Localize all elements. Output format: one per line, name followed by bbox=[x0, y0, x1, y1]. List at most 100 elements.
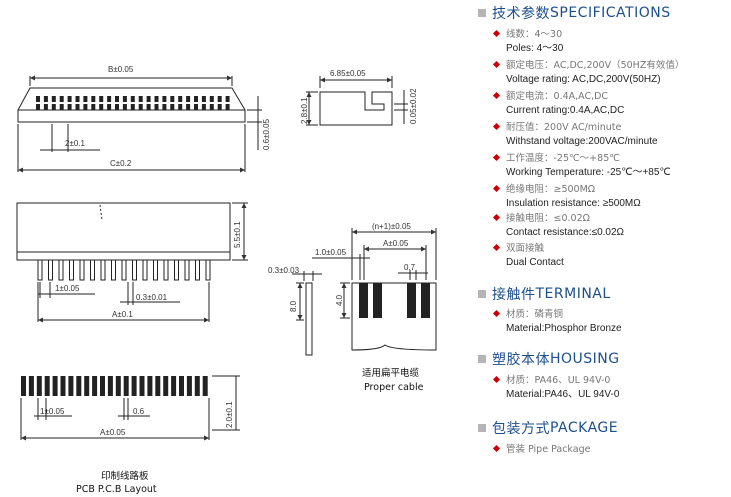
front-pin bbox=[153, 259, 158, 281]
top-contact bbox=[75, 104, 80, 110]
front-pin bbox=[174, 259, 179, 281]
spec-item-en: Working Temperature: -25℃～+85℃ bbox=[506, 167, 671, 178]
terminal-heading: 接触件 TERMINAL bbox=[478, 284, 611, 304]
spec-item: 线数：4～30 bbox=[492, 28, 562, 42]
top-contact bbox=[170, 96, 175, 102]
pcb-pad bbox=[163, 376, 169, 396]
top-contact bbox=[115, 104, 119, 110]
top-contact bbox=[122, 104, 127, 110]
top-contact bbox=[178, 104, 183, 110]
front-pin bbox=[79, 259, 85, 281]
top-contact bbox=[209, 104, 214, 110]
diamond-bullet-icon bbox=[492, 444, 501, 453]
front-pin bbox=[184, 259, 190, 281]
top-contact bbox=[43, 104, 48, 110]
top-contact bbox=[162, 104, 167, 110]
top-contact bbox=[115, 96, 119, 102]
top-height-dim: 0.6±0.05 bbox=[262, 118, 271, 150]
spec-item-en: Poles: 4～30 bbox=[506, 43, 564, 54]
top-contact bbox=[83, 96, 88, 102]
top-contact bbox=[99, 96, 104, 102]
package-title-zh: 包装方式 bbox=[492, 421, 550, 437]
top-contact bbox=[36, 104, 40, 110]
pcb-pad bbox=[179, 376, 184, 396]
top-contact bbox=[43, 96, 48, 102]
pcb-pad bbox=[155, 376, 161, 396]
pcb-pad bbox=[139, 376, 145, 396]
top-contact bbox=[51, 104, 56, 110]
terminal-title-en: TERMINAL bbox=[535, 286, 611, 302]
cable-caption-zh: 适用扁平电缆 bbox=[362, 367, 420, 379]
front-view bbox=[16, 202, 248, 323]
square-bullet-icon bbox=[478, 355, 486, 363]
spec-item: 绝缘电阻：≥500MΩ bbox=[492, 183, 595, 197]
top-c-dim: C±0.2 bbox=[110, 159, 132, 168]
pcb-pad bbox=[52, 376, 58, 396]
cable-trace bbox=[407, 283, 416, 318]
front-pin bbox=[111, 259, 116, 281]
terminal-title-zh: 接触件 bbox=[492, 287, 536, 303]
front-pin bbox=[90, 259, 95, 281]
pcb-pad bbox=[147, 376, 153, 396]
pcb-pad bbox=[194, 376, 200, 396]
top-contact bbox=[186, 96, 191, 102]
front-pitch-dim: 1±0.05 bbox=[55, 284, 80, 293]
spec-item-en: Contact resistance:≤0.02Ω bbox=[506, 227, 625, 238]
top-contact bbox=[138, 104, 143, 110]
housing-item-en: Material:PA46、UL 94V-0 bbox=[506, 389, 620, 400]
diamond-bullet-icon bbox=[492, 153, 501, 162]
diamond-bullet-icon bbox=[492, 213, 501, 222]
side-slot-dim: 0.05±0.02 bbox=[409, 88, 418, 124]
top-contact bbox=[154, 104, 159, 110]
top-contact bbox=[225, 104, 230, 110]
diamond-bullet-icon bbox=[492, 309, 501, 318]
top-contact bbox=[217, 104, 222, 110]
top-contact bbox=[67, 104, 72, 110]
terminal-item-en: Material:Phosphor Bronze bbox=[506, 323, 622, 334]
specifications-heading: 技术参数 SPECIFICATIONS bbox=[478, 3, 671, 23]
top-contact bbox=[107, 104, 112, 110]
top-contact bbox=[146, 104, 151, 110]
front-pin bbox=[100, 259, 106, 281]
front-a-dim: A±0.1 bbox=[112, 310, 133, 319]
top-contact bbox=[201, 104, 206, 110]
pcb-pad bbox=[21, 376, 26, 396]
housing-item: 材质：PA46、UL 94V-0 bbox=[492, 374, 610, 388]
cable-caption-en: Proper cable bbox=[364, 382, 424, 393]
spec-item: 工作温度：-25℃～+85℃ bbox=[492, 152, 620, 166]
cable-trace bbox=[421, 283, 430, 318]
spec-item-en: Voltage rating: AC,DC,200V(50HZ) bbox=[506, 74, 661, 85]
square-bullet-icon bbox=[478, 9, 486, 17]
spec-item-en: Withstand voltage:200VAC/minute bbox=[506, 136, 658, 147]
package-heading: 包装方式 PACKAGE bbox=[478, 418, 618, 438]
pcb-pad bbox=[123, 376, 129, 396]
top-contact bbox=[130, 104, 135, 110]
cable-trace bbox=[359, 283, 368, 318]
front-pin bbox=[37, 259, 43, 281]
side-view bbox=[306, 76, 408, 126]
top-pitch-dim: 2±0.1 bbox=[65, 139, 86, 148]
diamond-bullet-icon bbox=[492, 60, 501, 69]
front-pin-dim: 0.3±0.01 bbox=[136, 293, 168, 302]
pcb-height-dim: 2.0±0.1 bbox=[225, 401, 234, 428]
technical-drawing: B±0.05 2±0.1 C±0.2 0.6±0.05 6.85±0.05 2.… bbox=[16, 65, 437, 495]
diamond-bullet-icon bbox=[492, 91, 501, 100]
top-view bbox=[17, 75, 262, 173]
top-contact bbox=[138, 96, 143, 102]
front-pin bbox=[48, 259, 53, 281]
pcb-pad bbox=[131, 376, 137, 396]
top-contact bbox=[225, 96, 230, 102]
housing-heading: 塑胶本体 HOUSING bbox=[478, 349, 620, 369]
top-contact bbox=[194, 96, 198, 102]
front-pin bbox=[69, 259, 74, 281]
top-contact bbox=[162, 96, 167, 102]
front-pin bbox=[132, 259, 137, 281]
square-bullet-icon bbox=[478, 290, 486, 298]
pcb-pad bbox=[44, 376, 50, 396]
top-contact bbox=[107, 96, 112, 102]
pcb-pad bbox=[100, 376, 105, 396]
top-contact bbox=[36, 96, 40, 102]
diamond-bullet-icon bbox=[492, 122, 501, 131]
pcb-caption-zh: 印制线路板 bbox=[101, 470, 149, 482]
top-contact bbox=[170, 104, 175, 110]
